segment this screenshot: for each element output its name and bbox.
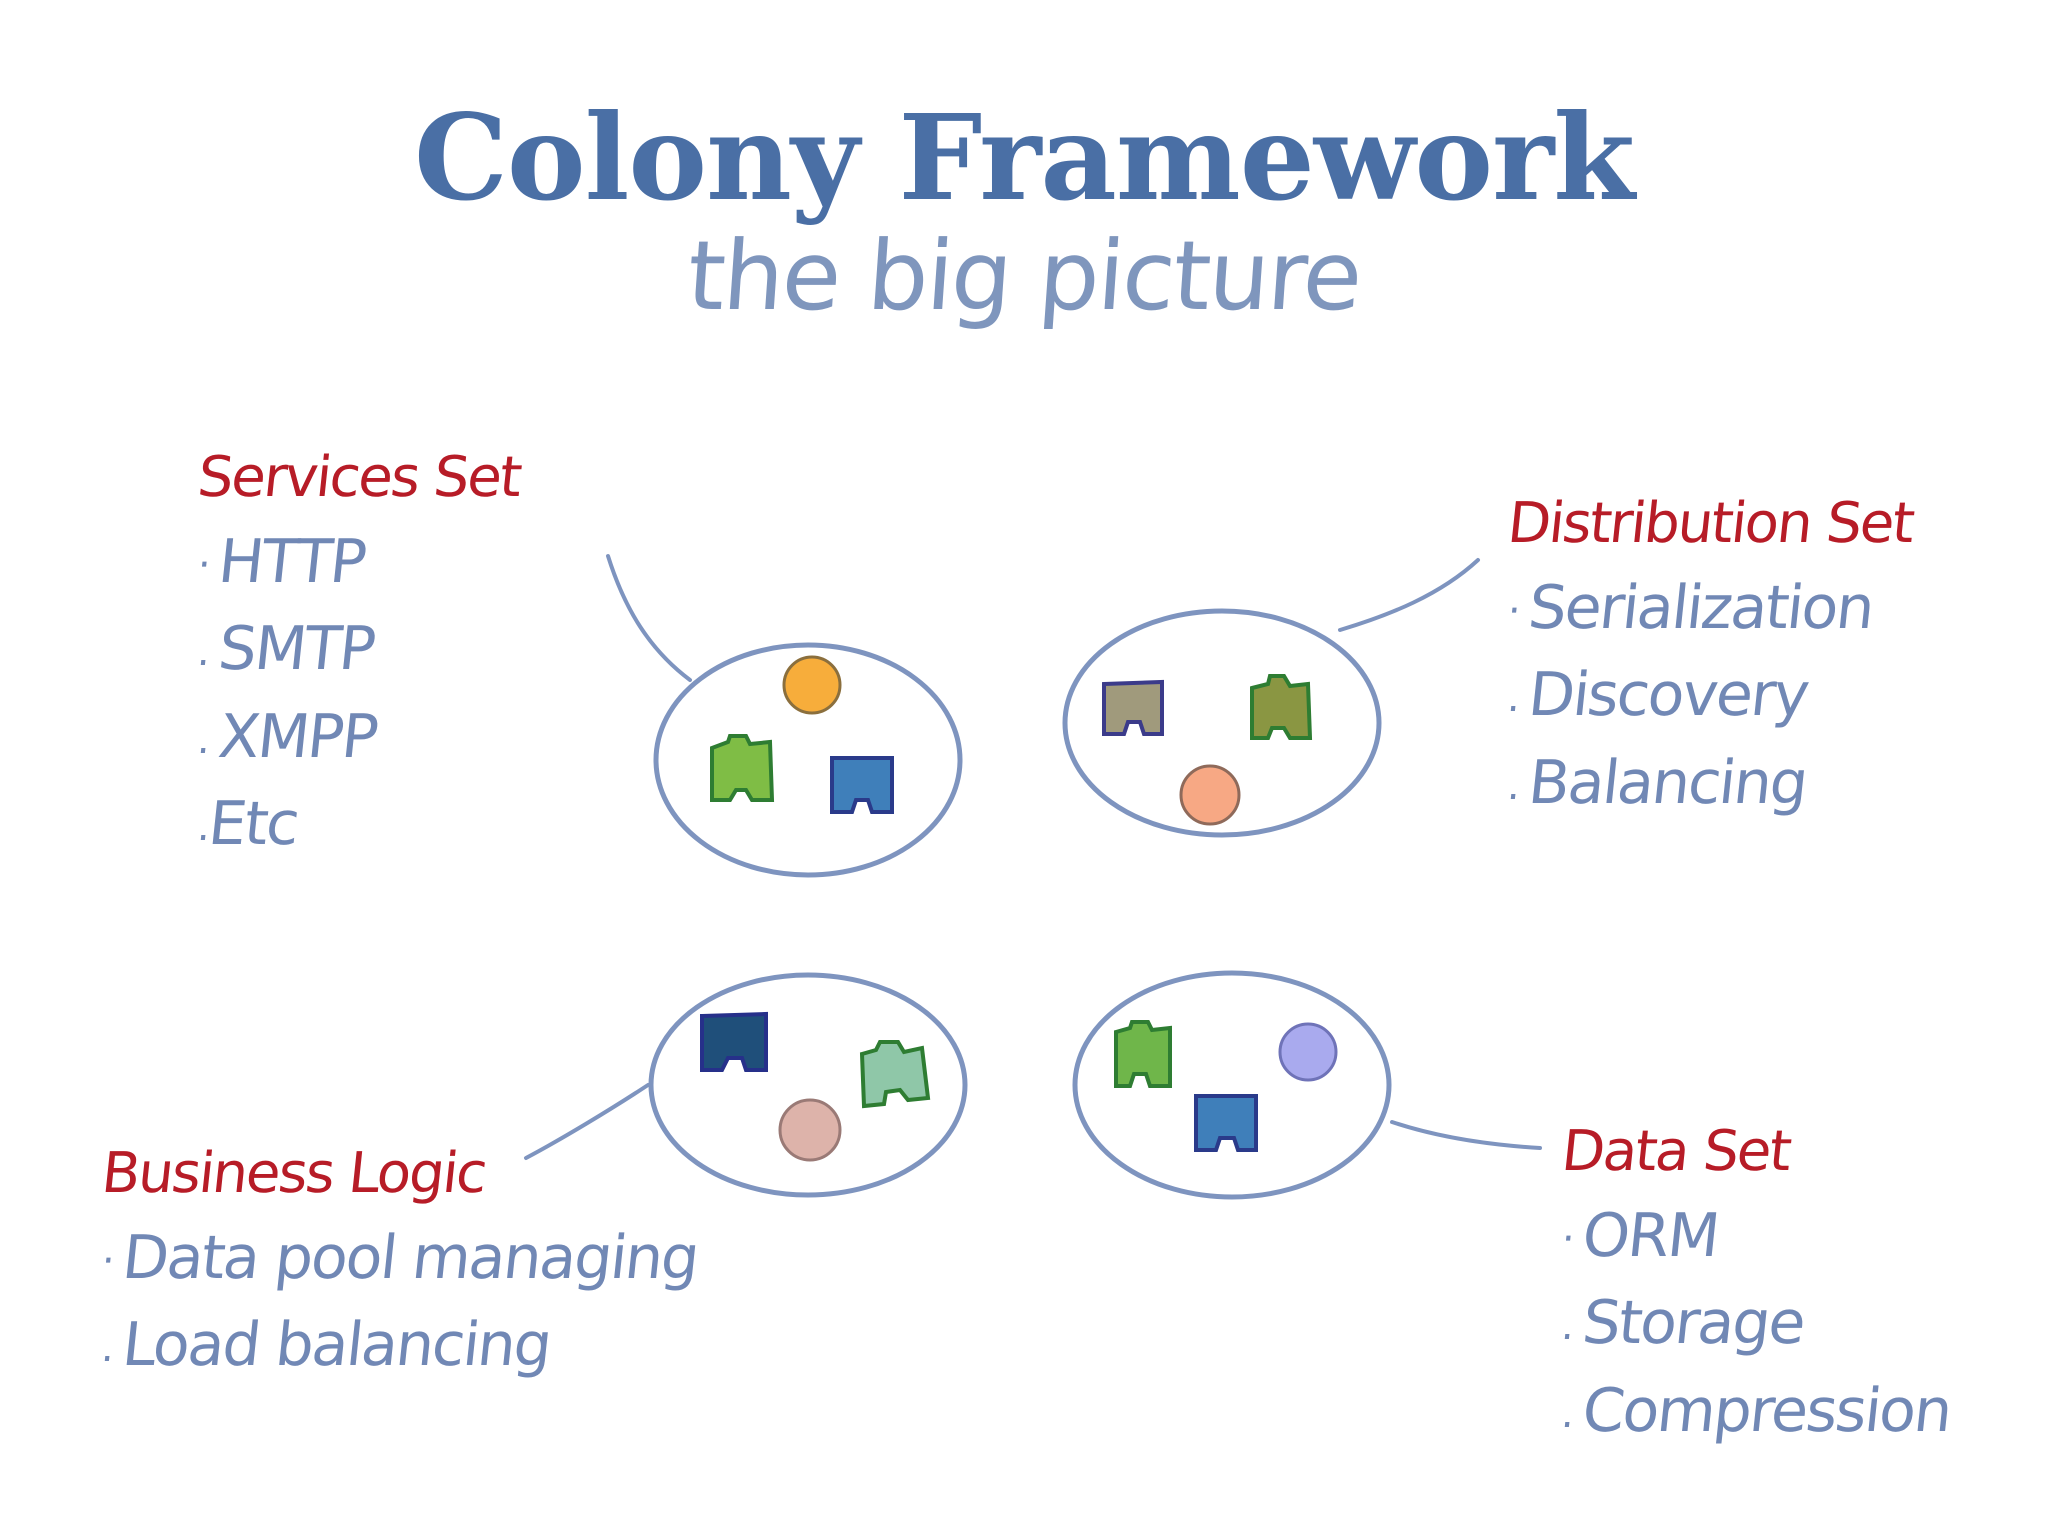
- business-item-label: Data pool managing: [119, 1223, 702, 1293]
- services-item-xmpp: .XMPP: [193, 695, 524, 782]
- services-item-etc: .Etc: [193, 782, 524, 869]
- services-item-label: XMPP: [215, 701, 380, 772]
- distribution-item-label: Balancing: [1525, 747, 1810, 818]
- services-set-group: Services Set ·HTTP .SMTP .XMPP .Etc: [194, 445, 524, 870]
- component-blue-block-2: [1194, 1094, 1258, 1152]
- services-set-title: Services Set: [194, 445, 524, 510]
- data-item-storage: .Storage: [1557, 1281, 1954, 1368]
- business-item-load-balancing: .Load balancing: [97, 1303, 701, 1390]
- component-blue-block: [830, 756, 894, 814]
- component-mint-puzzle: [859, 1040, 931, 1109]
- data-set-list: ·ORM .Storage .Compression: [1559, 1194, 1954, 1456]
- connector-distribution: [1338, 558, 1480, 632]
- page-title: Colony Framework: [413, 88, 1635, 227]
- node-business: [648, 972, 968, 1198]
- node-data: [1072, 970, 1392, 1200]
- node-distribution-outline: [1062, 608, 1382, 838]
- distribution-set-group: Distribution Set ·Serialization .Discove…: [1504, 491, 1916, 828]
- connector-data: [1390, 1120, 1542, 1150]
- services-item-smtp: .SMTP: [193, 607, 524, 694]
- services-item-http: ·HTTP: [193, 520, 524, 607]
- data-item-label: Storage: [1579, 1288, 1808, 1359]
- component-rose-circle: [778, 1098, 842, 1162]
- node-distribution: [1062, 608, 1382, 838]
- data-item-label: ORM: [1579, 1201, 1722, 1271]
- distribution-item-discovery: .Discovery: [1503, 653, 1917, 740]
- business-item-label: Load balancing: [119, 1310, 554, 1381]
- data-set-group: Data Set ·ORM .Storage .Compression: [1558, 1119, 1954, 1456]
- data-item-compression: .Compression: [1557, 1369, 1954, 1456]
- distribution-set-list: ·Serialization .Discovery .Balancing: [1505, 566, 1912, 828]
- component-olive-puzzle: [1250, 674, 1313, 740]
- distribution-item-serialization: ·Serialization: [1503, 566, 1917, 653]
- business-logic-list: ·Data pool managing .Load balancing: [99, 1216, 701, 1391]
- component-lavender-circle: [1278, 1022, 1338, 1082]
- services-item-label: Etc: [205, 789, 302, 860]
- component-orange-circle: [782, 655, 842, 715]
- distribution-item-label: Serialization: [1525, 573, 1877, 643]
- distribution-item-balancing: .Balancing: [1503, 741, 1917, 828]
- component-green-puzzle: [710, 734, 775, 802]
- data-item-label: Compression: [1579, 1375, 1954, 1446]
- services-item-label: HTTP: [215, 527, 369, 597]
- services-set-list: ·HTTP .SMTP .XMPP .Etc: [195, 520, 520, 870]
- business-item-data-pool: ·Data pool managing: [97, 1216, 701, 1303]
- distribution-item-label: Discovery: [1525, 660, 1812, 731]
- component-navy-block: [700, 1011, 768, 1072]
- node-services-outline: [653, 642, 963, 878]
- data-item-orm: ·ORM: [1557, 1194, 1954, 1281]
- node-data-outline: [1072, 970, 1392, 1200]
- distribution-set-title: Distribution Set: [1504, 491, 1916, 556]
- connector-business: [524, 1083, 650, 1160]
- node-business-outline: [648, 972, 968, 1198]
- services-item-label: SMTP: [215, 614, 378, 685]
- data-set-title: Data Set: [1558, 1119, 1793, 1184]
- node-services: [653, 642, 963, 878]
- business-logic-group: Business Logic ·Data pool managing .Load…: [98, 1141, 701, 1391]
- component-peach-circle: [1179, 764, 1241, 826]
- component-green-puzzle-2: [1114, 1020, 1172, 1088]
- connector-services: [606, 554, 692, 682]
- component-khaki-block: [1102, 679, 1164, 736]
- business-logic-title: Business Logic: [98, 1141, 489, 1206]
